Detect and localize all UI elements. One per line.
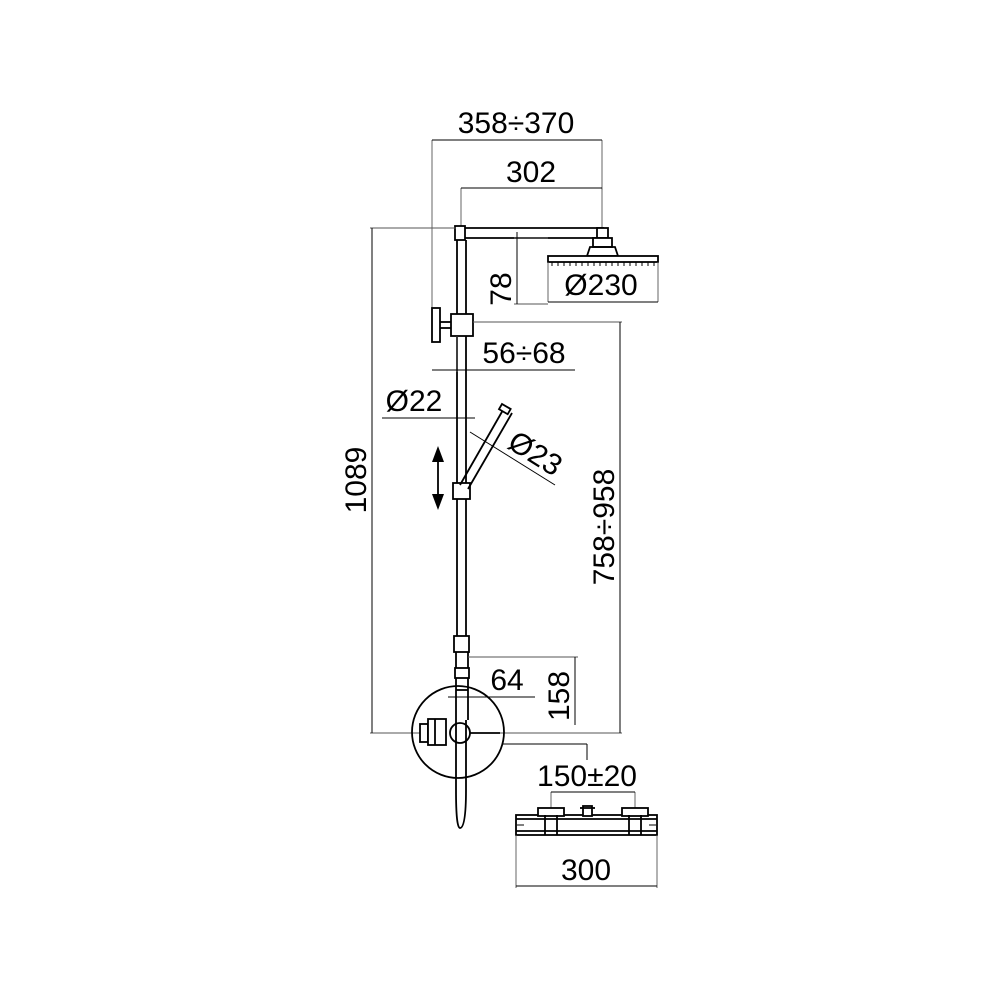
- double-arrow-vertical-icon: [432, 446, 444, 510]
- dim-head-height-label: 78: [485, 272, 518, 305]
- dim-wall-bracket-offset: 56÷68: [432, 336, 575, 372]
- dim-arm-reach-label: 358÷370: [458, 107, 575, 140]
- dim-head-height: 78: [485, 232, 548, 306]
- dim-adjustable-height: 758÷958: [473, 321, 622, 734]
- dim-head-diameter-label: Ø230: [564, 269, 637, 302]
- dim-mixer-height: 158: [468, 656, 578, 725]
- dim-total-height: 1089: [340, 227, 456, 734]
- dim-head-diameter: Ø230: [547, 262, 659, 303]
- dim-arm-reach: 358÷370: [431, 107, 603, 320]
- dim-arm-length-label: 302: [506, 156, 556, 189]
- mixer-detail: [411, 685, 588, 829]
- dim-adjustable-height-label: 758÷958: [588, 469, 621, 586]
- dim-hand-shower-diameter-label: Ø23: [502, 425, 568, 483]
- thermostatic-mixer: [515, 805, 658, 836]
- dim-mixer-offset-label: 64: [490, 664, 523, 697]
- dim-riser-diameter: Ø22: [382, 385, 475, 419]
- dim-total-height-label: 1089: [340, 447, 373, 514]
- lower-riser: [453, 635, 470, 720]
- dim-wall-bracket-offset-label: 56÷68: [482, 337, 565, 370]
- dim-mixer-height-label: 158: [543, 671, 576, 721]
- dim-mixer-offset: 64: [448, 664, 535, 698]
- hand-shower: [452, 402, 513, 500]
- dim-mixer-width-label: 300: [561, 854, 611, 887]
- wall-bracket: [431, 307, 474, 343]
- overhead-arm: [454, 225, 604, 241]
- dim-riser-diameter-label: Ø22: [386, 385, 443, 418]
- riser-pipe: [456, 240, 467, 640]
- dim-arm-length: 302: [460, 156, 603, 232]
- dim-mixer-width: 300: [515, 835, 658, 888]
- dim-inlet-centers-label: 150±20: [537, 760, 637, 793]
- dim-hand-shower-diameter: Ø23: [469, 425, 568, 486]
- dim-inlet-centers: 150±20: [537, 760, 637, 808]
- shower-head: [547, 227, 659, 266]
